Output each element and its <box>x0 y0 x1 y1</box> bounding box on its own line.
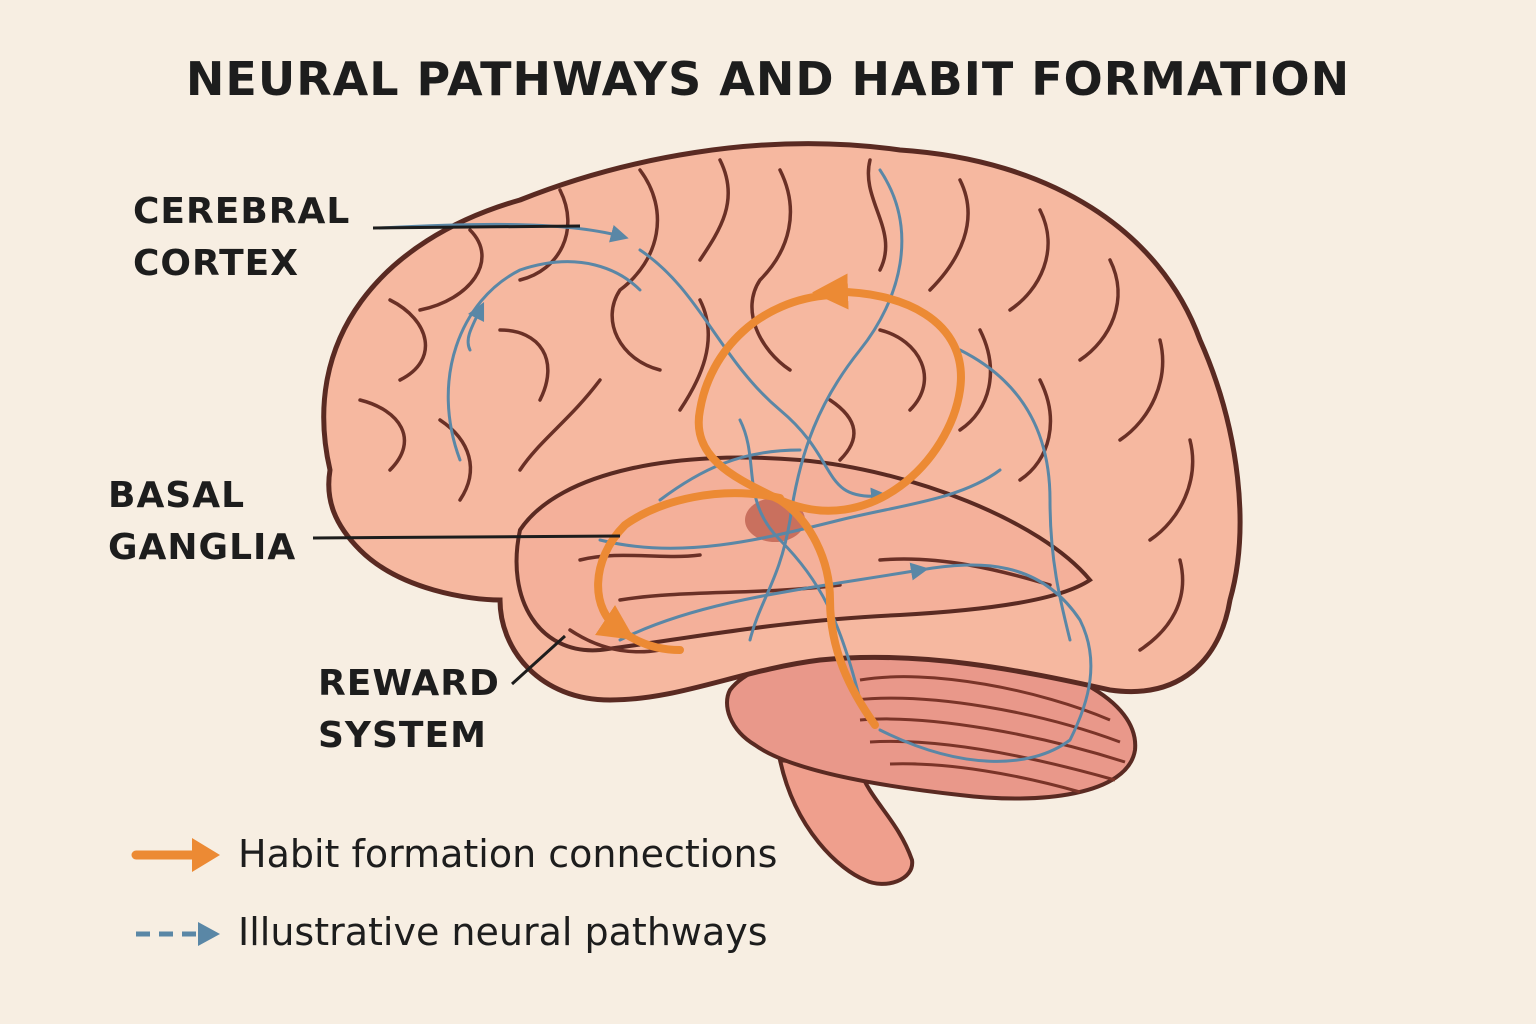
brain-stem <box>777 757 915 886</box>
cerebral-cortex-label-line2: CORTEX <box>133 243 300 284</box>
cerebral-cortex-label-line1: CEREBRAL <box>133 191 351 232</box>
reward-system-label-line1: REWARD <box>318 663 500 704</box>
basal-ganglia-label-line1: BASAL <box>108 475 246 516</box>
basal-leader-line <box>312 534 621 540</box>
neural-pathways <box>378 168 1093 763</box>
legend-swatch-habit <box>131 838 220 872</box>
legend-neural-label: Illustrative neural pathways <box>238 910 768 954</box>
cerebral-cortex-label: CEREBRAL CORTEX <box>133 186 350 290</box>
habit-connections <box>594 273 965 729</box>
reward-leader-line <box>510 634 567 686</box>
page-title: NEURAL PATHWAYS AND HABIT FORMATION <box>185 52 1351 106</box>
legend-swatch-neural <box>136 922 220 946</box>
cortex-leader-line <box>372 224 581 230</box>
reward-system-label: REWARD SYSTEM <box>318 658 500 762</box>
cerebellum-folds <box>854 675 1126 794</box>
basal-ganglia-label: BASAL GANGLIA <box>108 470 296 574</box>
leader-lines <box>312 224 621 686</box>
reward-system-label-line2: SYSTEM <box>318 715 487 756</box>
basal-ganglia-label-line2: GANGLIA <box>108 527 297 568</box>
legend-habit-label: Habit formation connections <box>238 832 778 876</box>
